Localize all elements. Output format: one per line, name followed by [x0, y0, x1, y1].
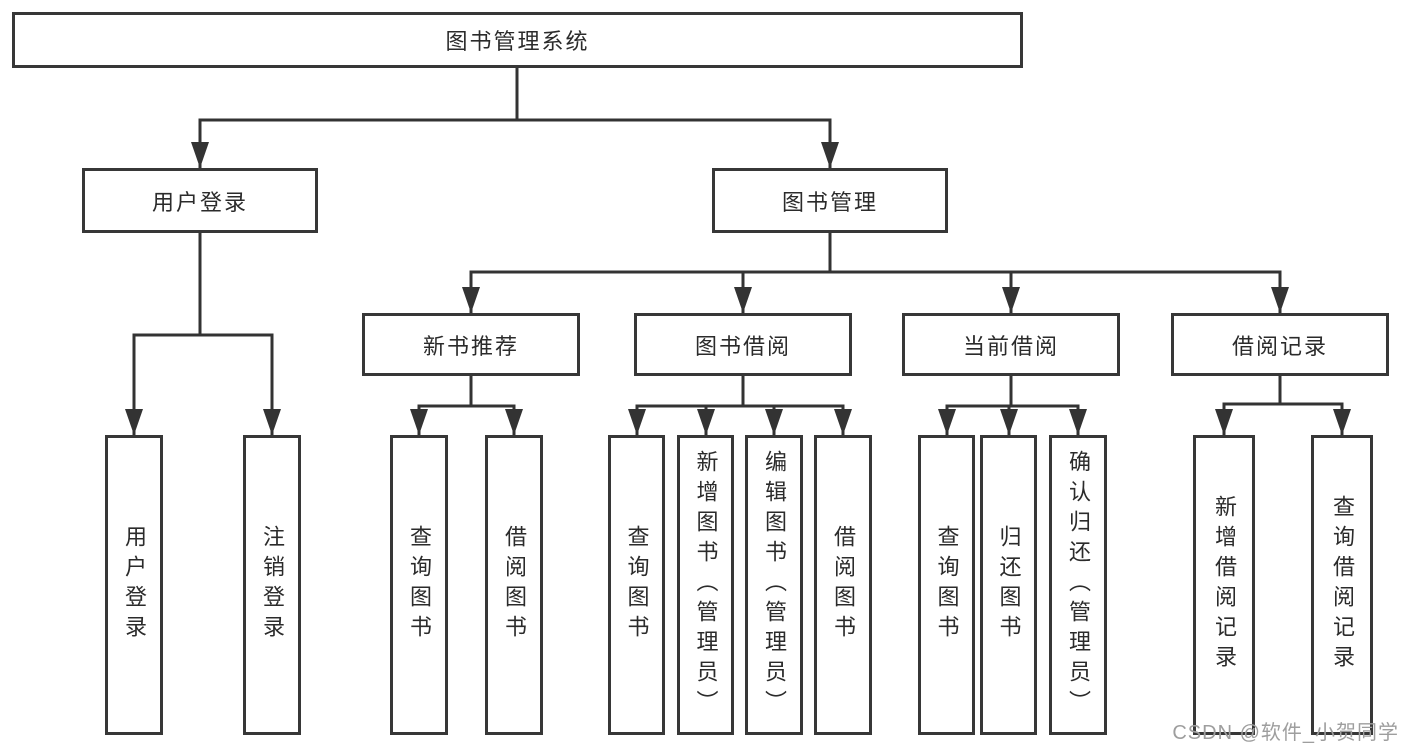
leaf-logout: 注销登录 — [243, 435, 301, 735]
leaf-confirm-return-admin: 确认归还（管理员） — [1049, 435, 1107, 735]
leaf-query-borrow-record: 查询借阅记录 — [1311, 435, 1373, 735]
leaf-borrow-books-2: 借阅图书 — [814, 435, 872, 735]
leaf-add-book-admin: 新增图书（管理员） — [677, 435, 734, 735]
leaf-user-login: 用户登录 — [105, 435, 163, 735]
node-book-management: 图书管理 — [712, 168, 948, 233]
leaf-query-books-1: 查询图书 — [390, 435, 448, 735]
node-root-library-management-system: 图书管理系统 — [12, 12, 1023, 68]
leaf-edit-book-admin: 编辑图书（管理员） — [745, 435, 803, 735]
node-user-login: 用户登录 — [82, 168, 318, 233]
csdn-watermark: CSDN @软件_小贺同学 — [1172, 722, 1399, 744]
node-book-borrow: 图书借阅 — [634, 313, 852, 376]
leaf-return-book: 归还图书 — [980, 435, 1037, 735]
leaf-borrow-books-1: 借阅图书 — [485, 435, 543, 735]
node-current-borrow: 当前借阅 — [902, 313, 1120, 376]
node-borrow-records: 借阅记录 — [1171, 313, 1389, 376]
node-new-book-recommend: 新书推荐 — [362, 313, 580, 376]
leaf-query-books-3: 查询图书 — [918, 435, 975, 735]
leaf-query-books-2: 查询图书 — [608, 435, 665, 735]
leaf-add-borrow-record: 新增借阅记录 — [1193, 435, 1255, 735]
